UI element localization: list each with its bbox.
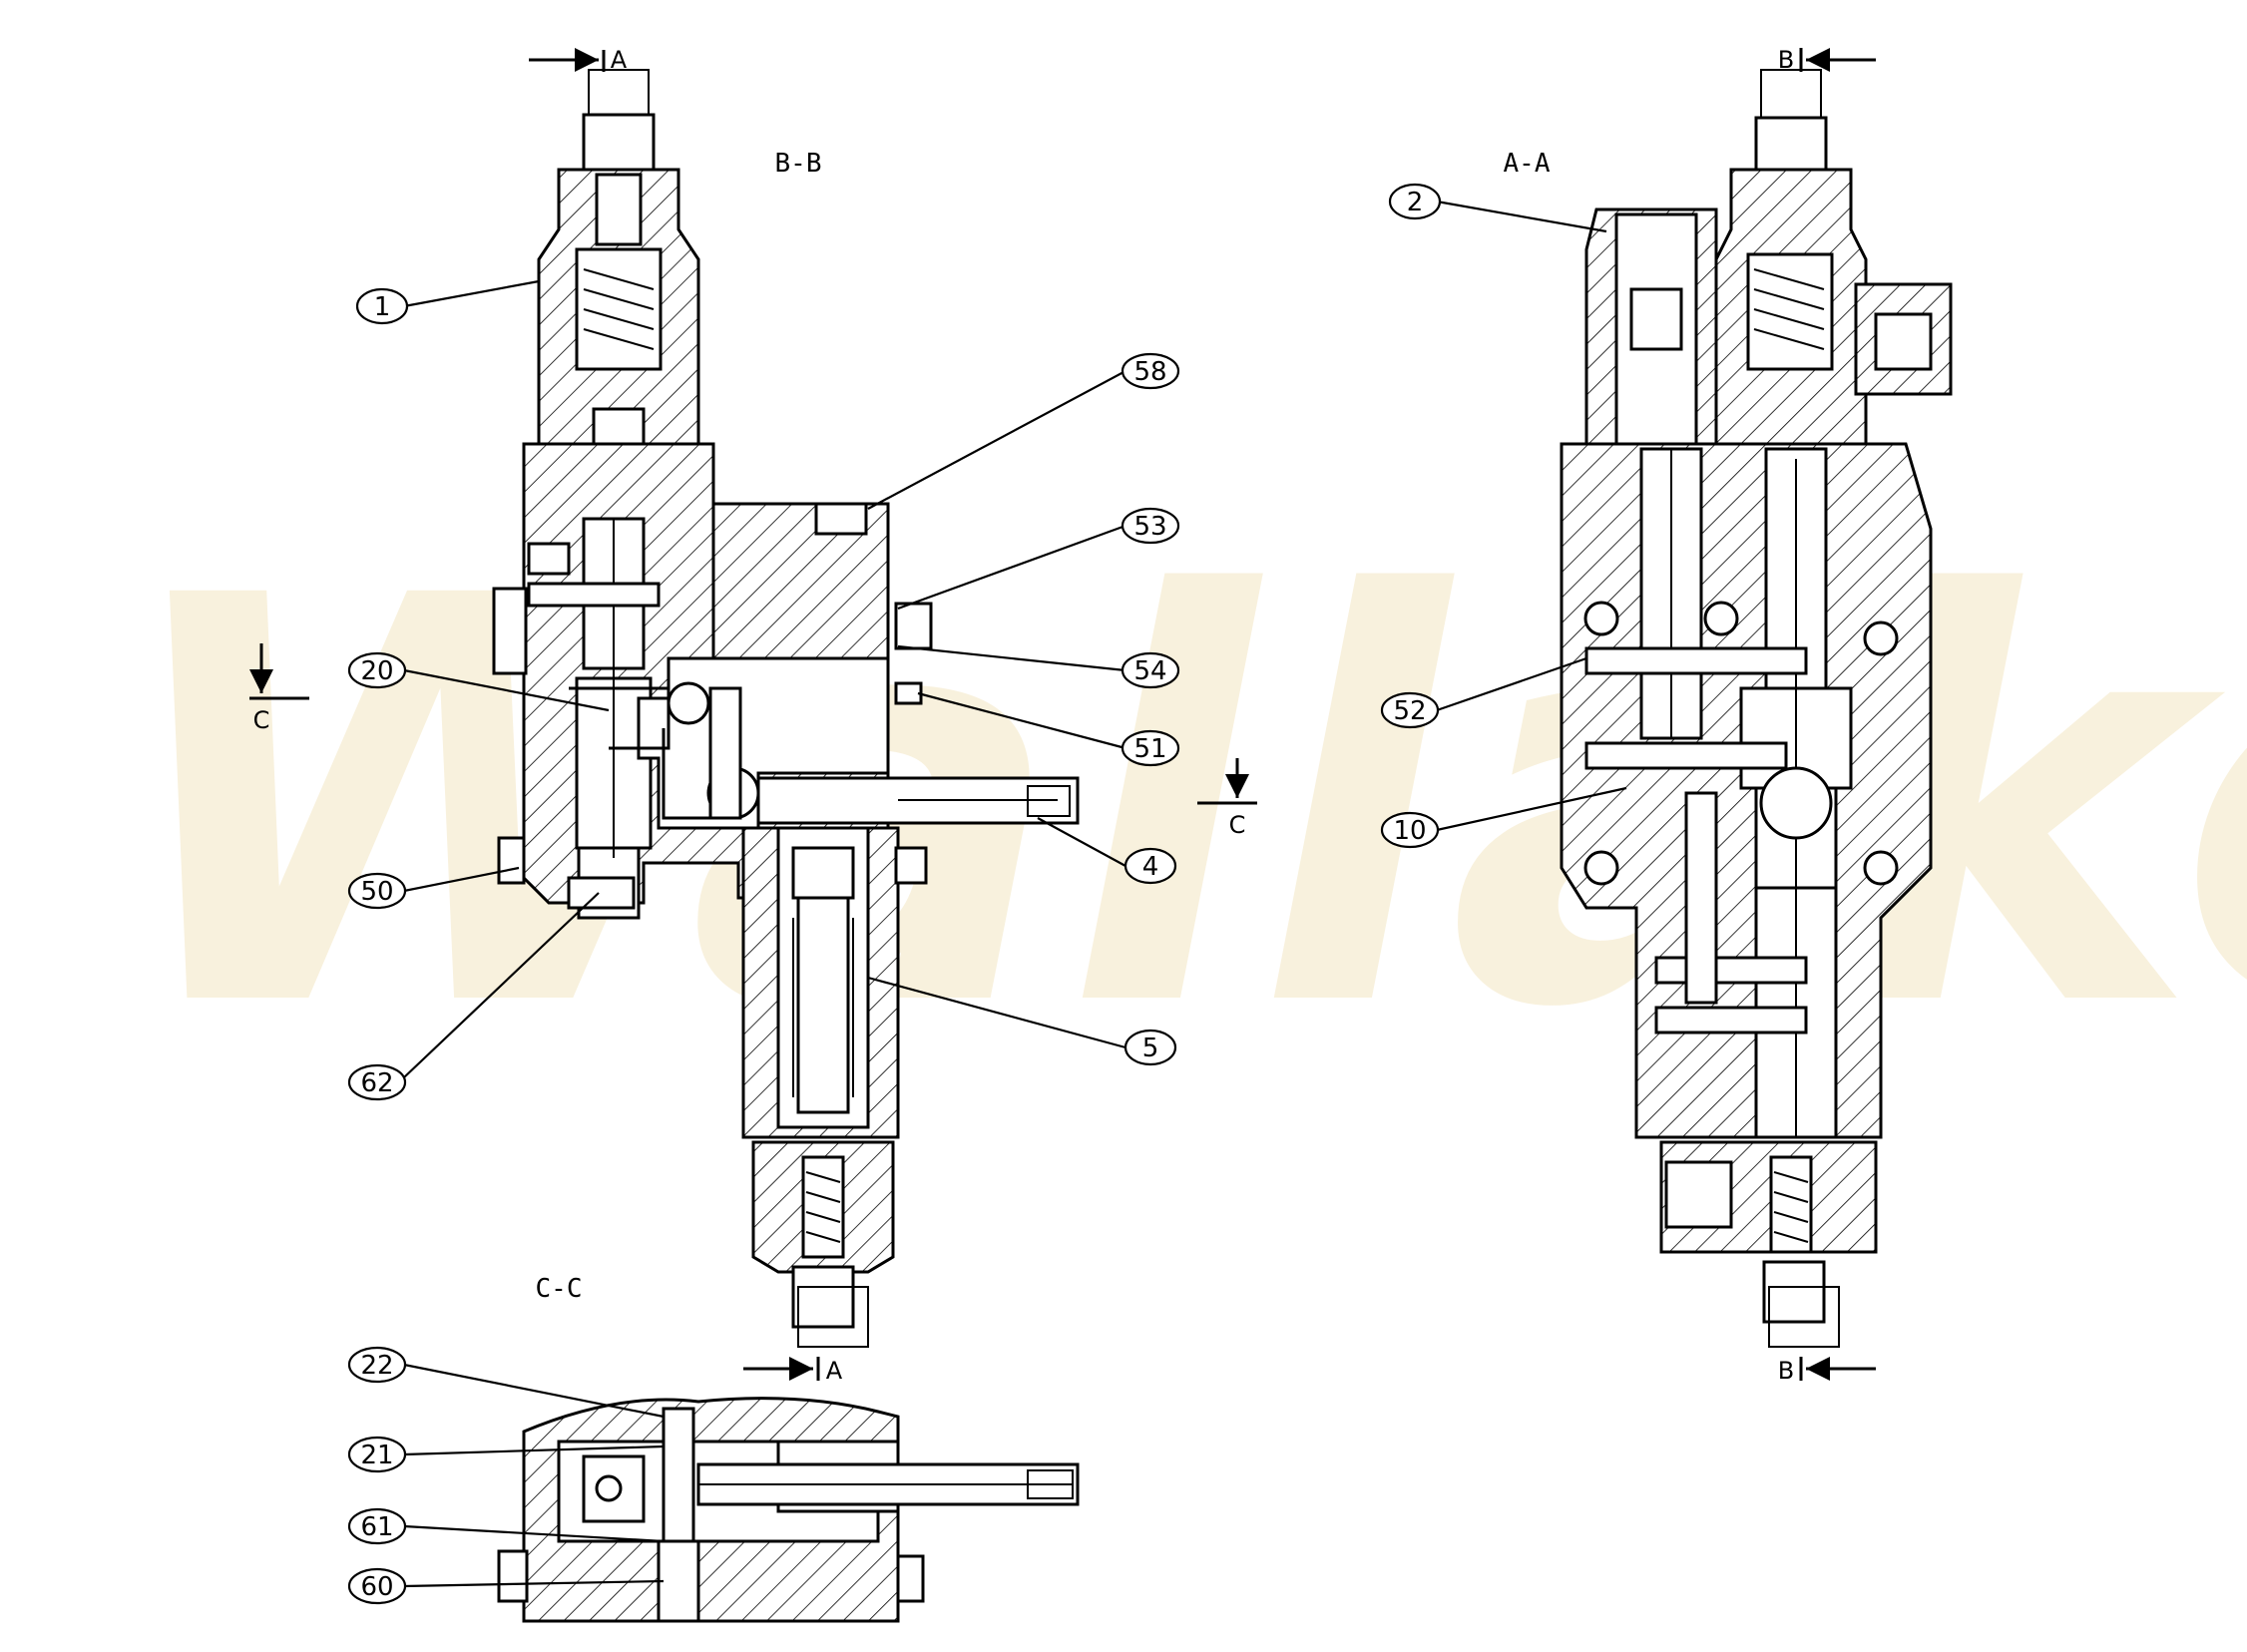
- part-tag-4: 4: [1124, 847, 1177, 885]
- svg-text:5: 5: [1142, 1033, 1159, 1063]
- part-tag-1: 1: [355, 287, 409, 325]
- svg-text:51: 51: [1133, 734, 1166, 764]
- part-tag-50: 50: [347, 872, 407, 910]
- part-tag-58: 58: [1121, 352, 1180, 390]
- part-tag-53: 53: [1121, 507, 1180, 545]
- part-tag-52: 52: [1380, 691, 1440, 729]
- part-tag-22: 22: [347, 1346, 407, 1384]
- svg-text:C: C: [1229, 811, 1246, 839]
- svg-text:60: 60: [360, 1572, 393, 1602]
- cut-mark-a-bottom: A: [743, 1357, 843, 1385]
- section-aa-view: [1560, 69, 1953, 1348]
- leader-lines: [403, 200, 1627, 1588]
- section-title-bb: B-B: [775, 149, 822, 179]
- section-cc-view: [497, 1397, 1080, 1623]
- part-tag-61: 61: [347, 1507, 407, 1545]
- svg-text:10: 10: [1393, 816, 1426, 846]
- svg-text:52: 52: [1393, 696, 1426, 726]
- svg-text:22: 22: [360, 1351, 393, 1381]
- svg-text:A: A: [611, 46, 628, 74]
- section-title-cc: C-C: [536, 1274, 583, 1304]
- part-tag-5: 5: [1124, 1029, 1177, 1066]
- svg-text:A: A: [826, 1357, 843, 1385]
- part-tag-21: 21: [347, 1436, 407, 1473]
- svg-text:1: 1: [374, 292, 391, 322]
- svg-text:50: 50: [360, 877, 393, 907]
- cut-mark-b-bottom: B: [1778, 1357, 1876, 1385]
- svg-text:21: 21: [360, 1441, 393, 1470]
- svg-text:62: 62: [360, 1068, 393, 1098]
- part-tag-54: 54: [1121, 651, 1180, 689]
- svg-text:58: 58: [1133, 357, 1166, 387]
- svg-text:54: 54: [1133, 656, 1166, 686]
- svg-text:B: B: [1778, 46, 1794, 74]
- svg-text:20: 20: [360, 656, 393, 686]
- part-tag-2: 2: [1388, 183, 1442, 220]
- part-tag-62: 62: [347, 1063, 407, 1101]
- cut-mark-a-top: A: [529, 46, 628, 74]
- section-bb-view: [492, 69, 1080, 1348]
- cut-mark-b-top: B: [1778, 46, 1876, 74]
- svg-text:2: 2: [1407, 188, 1424, 217]
- svg-text:B: B: [1778, 1357, 1794, 1385]
- svg-text:61: 61: [360, 1512, 393, 1542]
- cut-mark-c-left: C: [249, 643, 309, 734]
- part-tag-60: 60: [347, 1567, 407, 1605]
- svg-text:C: C: [253, 706, 270, 734]
- part-tag-51: 51: [1121, 729, 1180, 767]
- svg-text:4: 4: [1142, 852, 1159, 882]
- section-title-aa: A-A: [1504, 149, 1551, 179]
- cut-mark-c-right: C: [1197, 758, 1257, 839]
- part-tag-20: 20: [347, 651, 407, 689]
- part-tag-10: 10: [1380, 811, 1440, 849]
- svg-text:53: 53: [1133, 512, 1166, 542]
